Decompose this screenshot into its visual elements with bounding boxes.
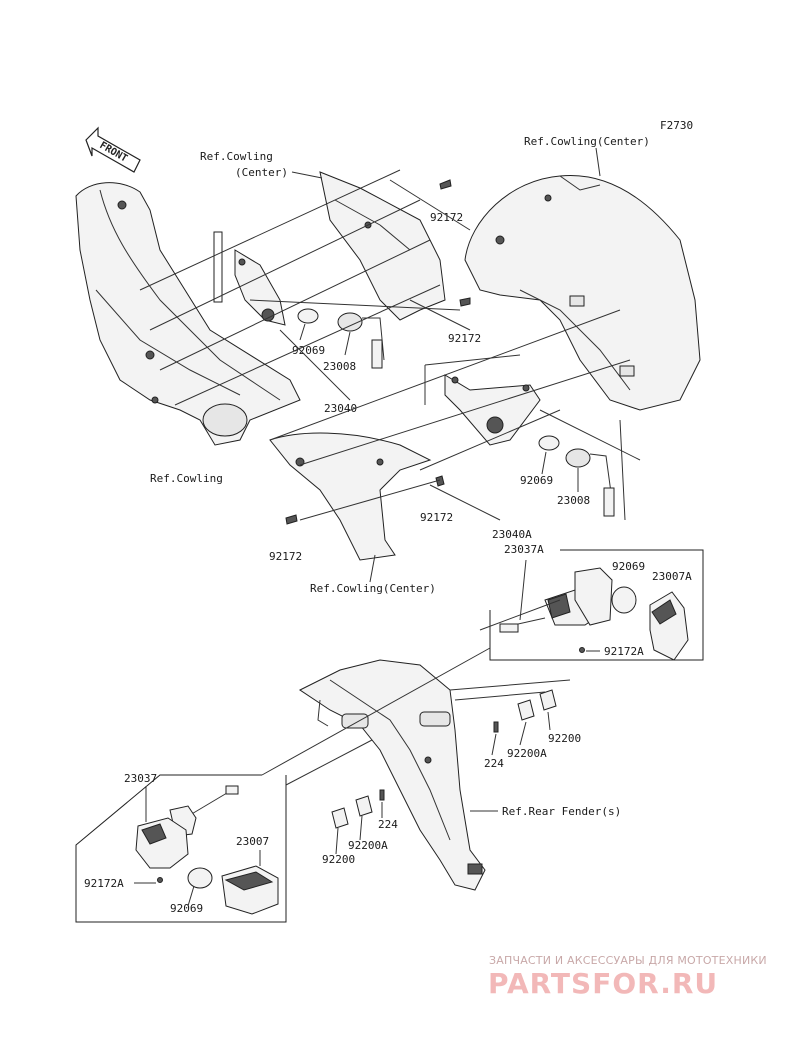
plate-92200-right [493, 689, 557, 733]
right-turn-signal-bracket [424, 354, 541, 446]
screw-92172-lower-left [285, 514, 298, 525]
ref-cowling-center-label-c: Ref.Cowling(Center) [310, 582, 436, 595]
socket-23008-upper-left [337, 312, 385, 369]
part-92172-b: 92172 [448, 332, 481, 345]
screw-92172-mid [459, 297, 471, 307]
part-23037A: 23037A [504, 543, 544, 556]
part-92172-c: 92172 [420, 511, 453, 524]
part-92069-c: 92069 [612, 560, 645, 573]
front-arrow-icon: FRONT [85, 126, 141, 173]
part-92069-a: 92069 [292, 344, 325, 357]
screw-92172-top [439, 179, 452, 190]
turn-signal-box-left [75, 774, 287, 923]
figure-code: F2730 [660, 119, 693, 132]
ref-rear-fender-label: Ref.Rear Fender(s) [502, 805, 621, 818]
part-23037: 23037 [124, 772, 157, 785]
plate-92200-lower [331, 789, 385, 829]
screw-92172-lower-center [435, 475, 445, 487]
part-92200A-a: 92200A [507, 747, 547, 760]
rear-fender-shape [299, 659, 486, 891]
ref-cowling-center-label-a-2: (Center) [235, 166, 288, 179]
part-23007: 23007 [236, 835, 269, 848]
part-92200A-b: 92200A [348, 839, 388, 852]
part-92172A-a: 92172A [604, 645, 644, 658]
part-92200-a: 92200 [548, 732, 581, 745]
part-92200-b: 92200 [322, 853, 355, 866]
part-23007A: 23007A [652, 570, 692, 583]
bulb-92069-upper-left [297, 308, 319, 324]
part-23040: 23040 [324, 402, 357, 415]
part-224-b: 224 [378, 818, 398, 831]
left-turn-signal-bracket [213, 231, 286, 326]
ref-cowling-center-label-b: Ref.Cowling(Center) [524, 135, 650, 148]
part-92172-d: 92172 [269, 550, 302, 563]
right-cowling-center [464, 174, 701, 411]
part-92069-b: 92069 [520, 474, 553, 487]
part-23008-a: 23008 [323, 360, 356, 373]
part-224-a: 224 [484, 757, 504, 770]
center-cowling-upper [319, 171, 446, 321]
part-23040A: 23040A [492, 528, 532, 541]
bulb-92069-middle [538, 435, 560, 451]
part-92172A-b: 92172A [84, 877, 124, 890]
ref-cowling-label: Ref.Cowling [150, 472, 223, 485]
socket-23008-middle [565, 448, 615, 517]
watermark-tagline: ЗАПЧАСТИ И АКСЕССУАРЫ ДЛЯ МОТОТЕХНИКИ [489, 954, 767, 967]
left-cowling-shape [75, 182, 301, 446]
ref-cowling-center-label-a-1: Ref.Cowling [200, 150, 273, 163]
part-23008-b: 23008 [557, 494, 590, 507]
watermark-brand: PARTSFOR.RU [488, 967, 718, 1000]
turn-signal-box-right [489, 549, 704, 661]
center-cowling-lower [269, 432, 432, 561]
part-92069-d: 92069 [170, 902, 203, 915]
